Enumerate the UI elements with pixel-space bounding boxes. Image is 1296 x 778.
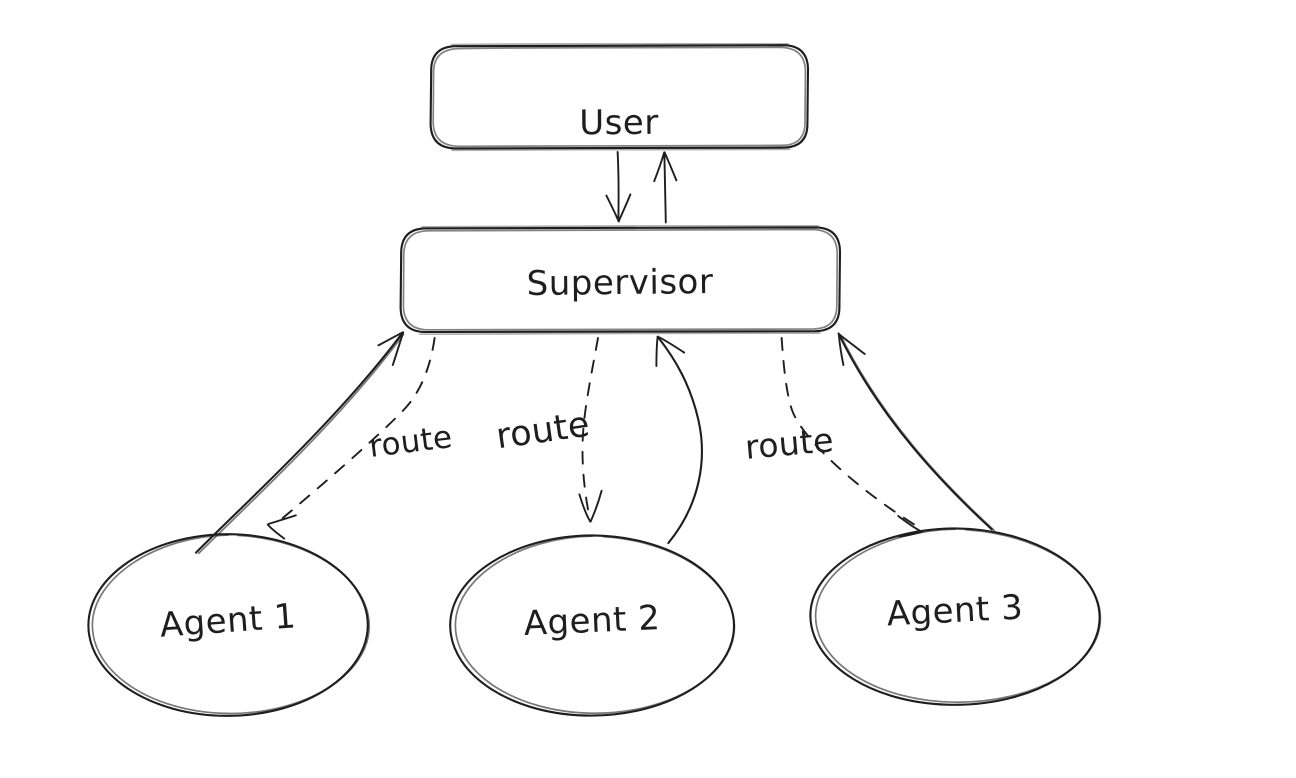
edge-supervisor-to-agent2[interactable] (578, 337, 603, 523)
supervisor-box-echo-top (421, 224, 819, 228)
edge-agent1-to-supervisor[interactable] (194, 331, 405, 555)
agent1-ellipse-shape[interactable] (87, 533, 371, 717)
user-box-shape[interactable] (429, 44, 810, 150)
edge-user-to-supervisor[interactable] (605, 151, 632, 223)
edge-agent3-to-supervisor[interactable] (837, 332, 996, 532)
agent3-ellipse-shape[interactable] (809, 527, 1102, 706)
user-box-echo-bottom (451, 148, 791, 152)
supervisor-box-shape[interactable] (399, 226, 842, 334)
user-node-label: User (579, 102, 659, 144)
supervisor-box-echo-bottom (419, 332, 821, 336)
edge-label-route-agent3: route (743, 420, 836, 467)
user-box-echo-top (451, 42, 789, 46)
agent2-ellipse-shape[interactable] (449, 534, 736, 717)
edge-supervisor-to-agent3[interactable] (780, 337, 923, 538)
edge-agent2-to-supervisor[interactable] (655, 335, 703, 545)
edge-supervisor-to-user[interactable] (653, 151, 678, 224)
edge-supervisor-to-agent1[interactable] (266, 337, 436, 540)
supervisor-node-label: Supervisor (526, 262, 714, 304)
